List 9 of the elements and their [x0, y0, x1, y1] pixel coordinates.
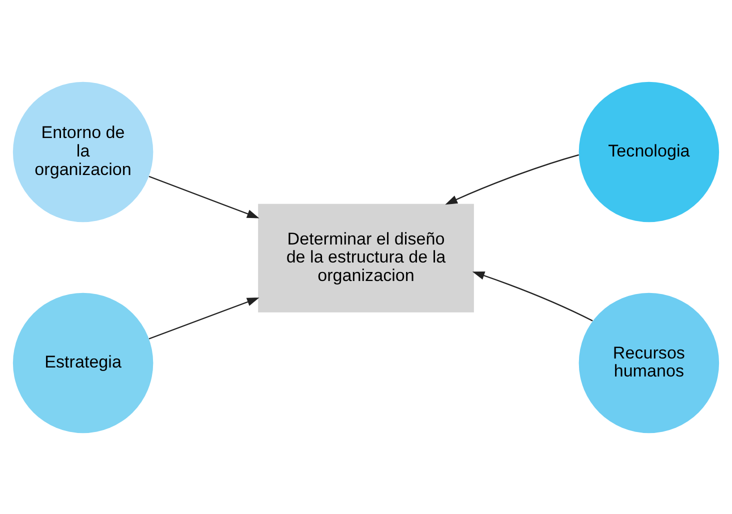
node-circle: Estrategia [12, 292, 154, 433]
node-circle: Recursos humanos [578, 292, 720, 433]
node-circle: Tecnologia [578, 81, 720, 222]
arrow [148, 297, 260, 339]
arrow [445, 154, 580, 204]
arrow [148, 175, 260, 218]
node-circle: Entorno de la organizacion [12, 81, 154, 222]
node-box: Determinar el diseño de la estructura de la organizacion [258, 203, 474, 312]
arrow [472, 271, 593, 321]
